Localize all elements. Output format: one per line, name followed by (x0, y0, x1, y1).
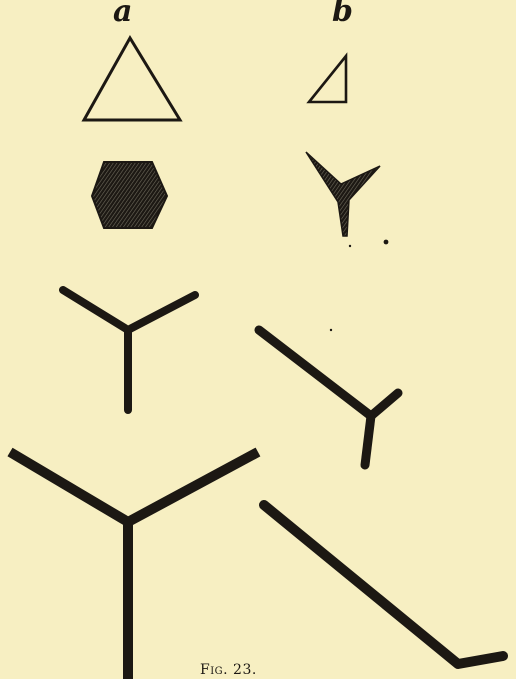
y-shape-a-large (10, 452, 258, 679)
bent-arm-b (264, 505, 503, 664)
tristar-b (306, 152, 380, 236)
y-shape-b-medium (259, 330, 398, 465)
y-shape-a-medium (63, 290, 195, 410)
hexagon-a (92, 162, 167, 228)
speck-dot (384, 240, 389, 245)
triangle-b (309, 56, 346, 102)
figure-caption: Fig. 23. (200, 662, 257, 678)
speck-dot-small (330, 329, 332, 331)
triangle-a (84, 38, 180, 120)
speck-dot-small (349, 245, 351, 247)
